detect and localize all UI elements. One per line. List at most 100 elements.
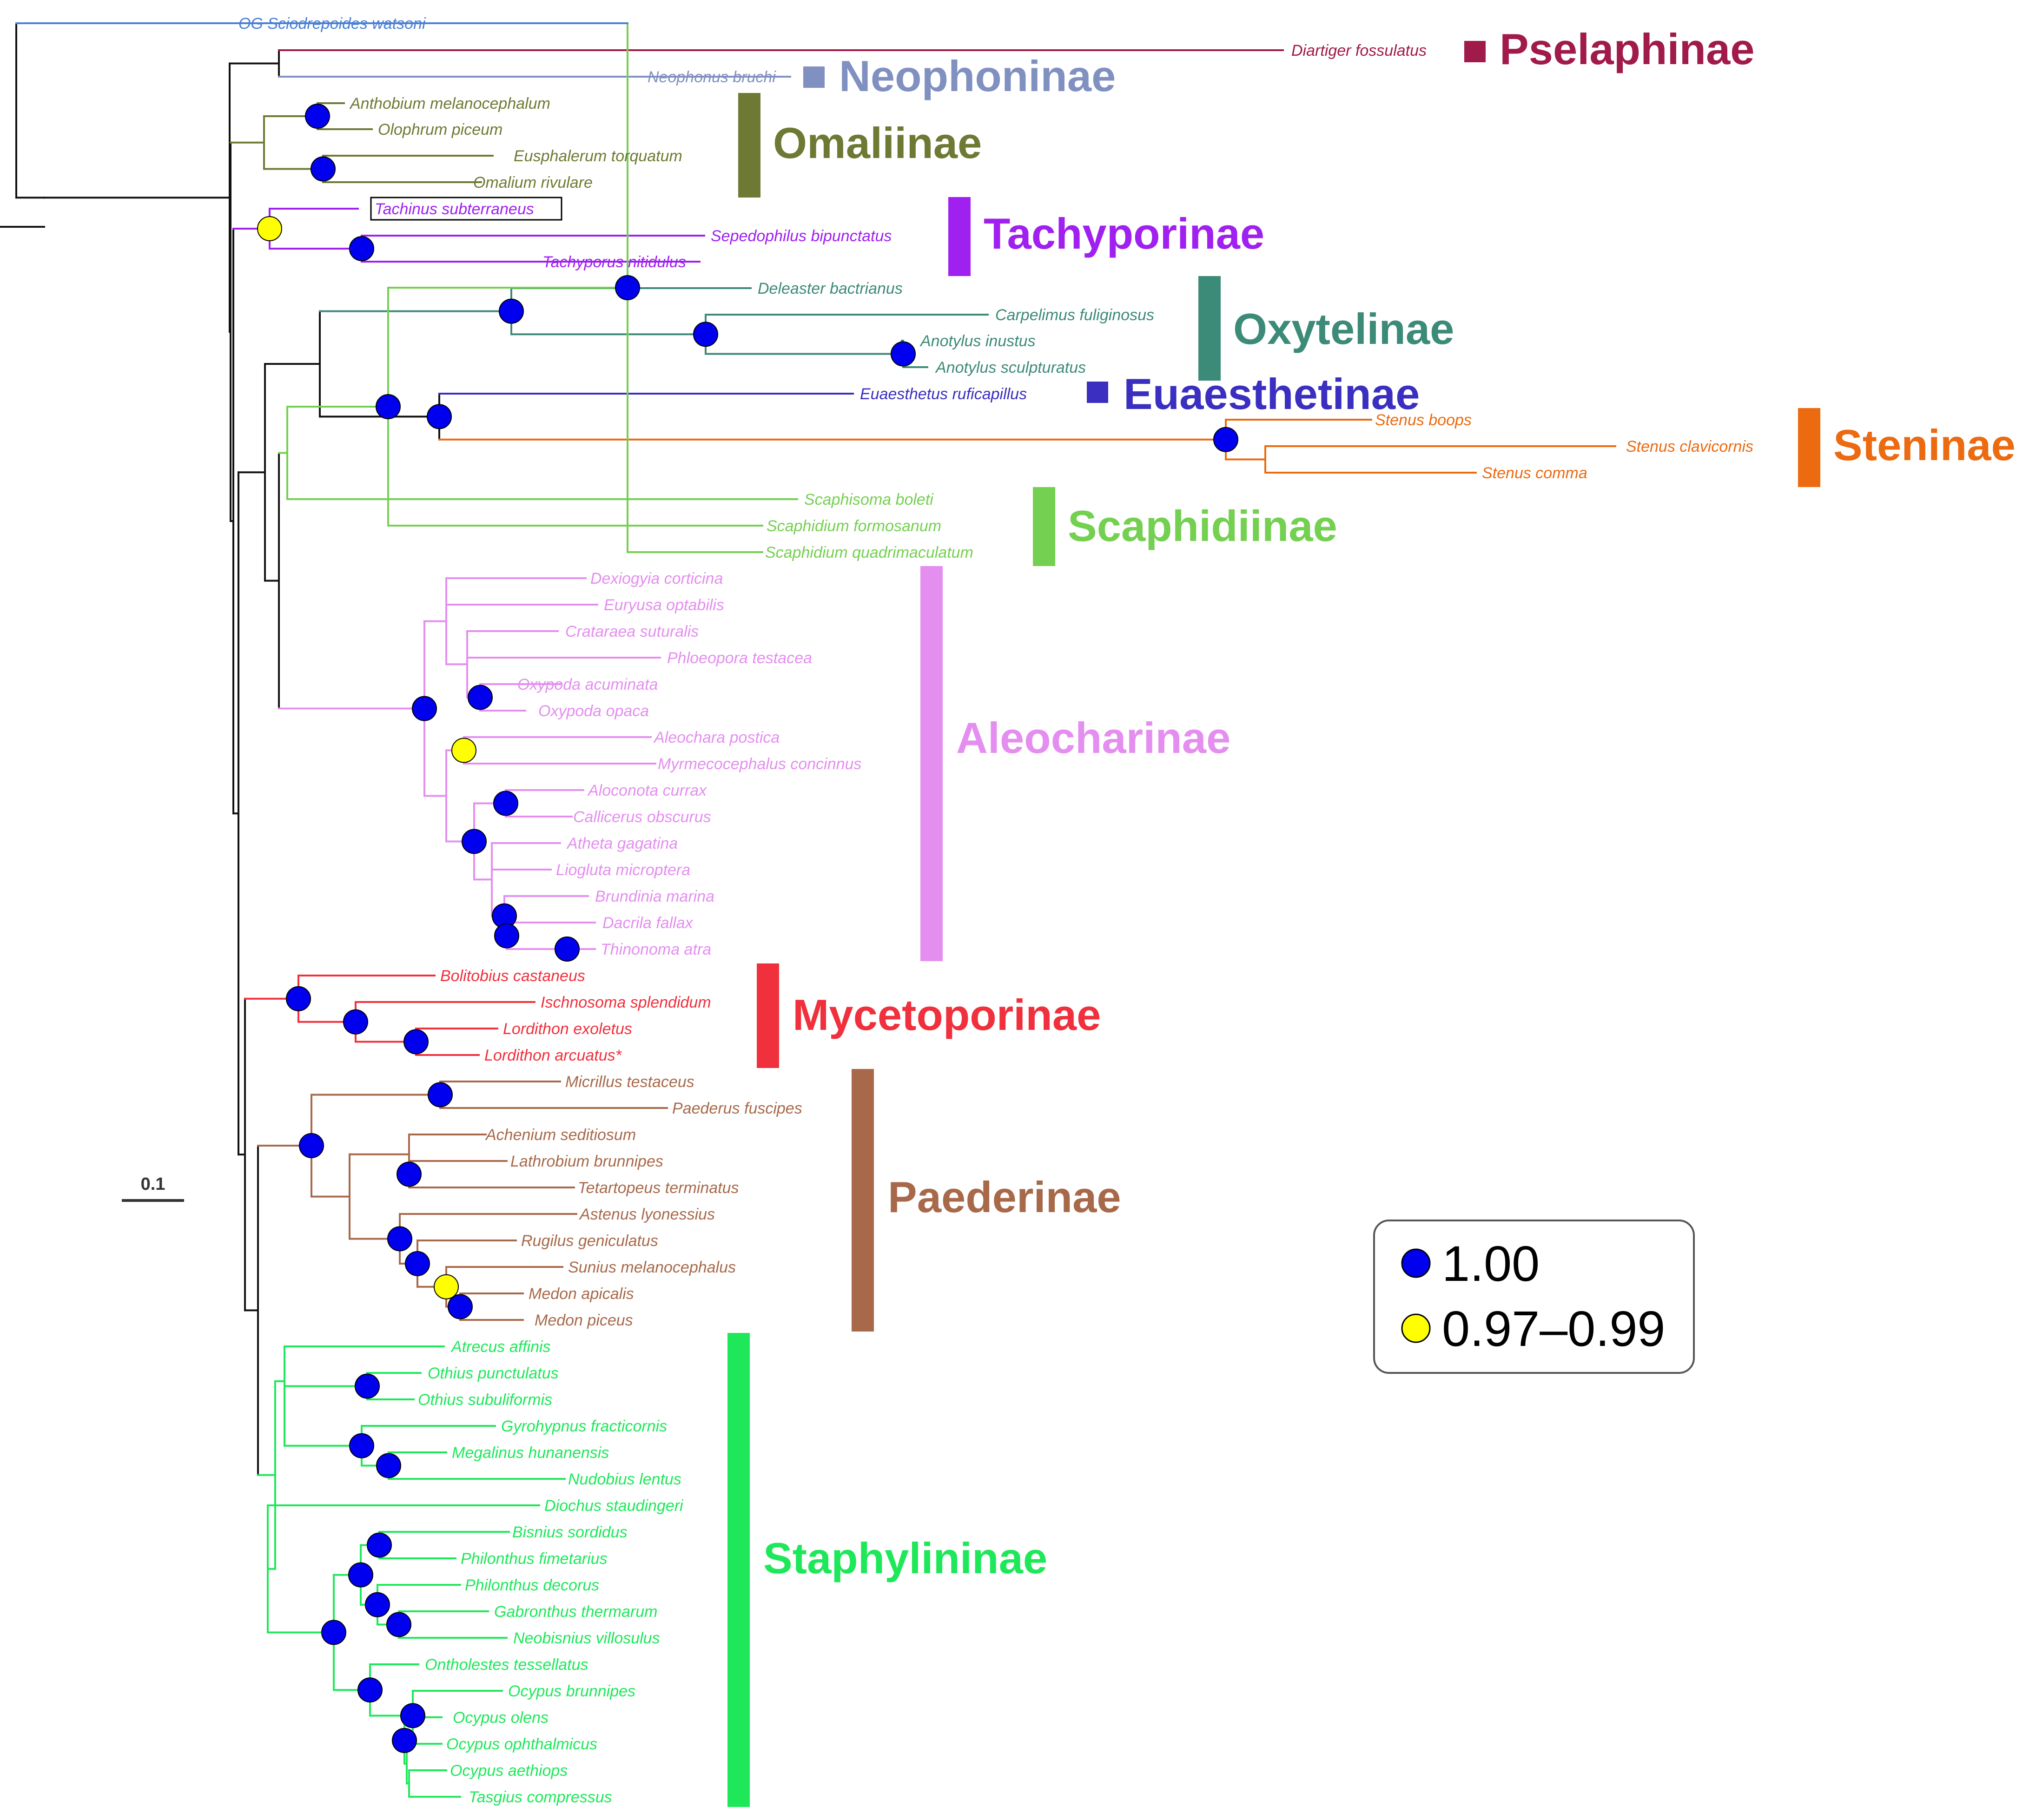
- tip-label-achenium-seditiosum: Achenium seditiosum: [485, 1126, 636, 1144]
- high-support-node-pae: [299, 1133, 324, 1159]
- tip-label-euryusa-optabilis: Euryusa optabilis: [604, 596, 724, 614]
- high-support-node-staR: [400, 1703, 425, 1728]
- tip-label-gyrohypnus-fracticornis: Gyrohypnus fracticornis: [501, 1418, 667, 1435]
- tip-label-rugilus-geniculatus: Rugilus geniculatus: [521, 1232, 658, 1250]
- tip-label-liogluta-microptera: Liogluta microptera: [556, 861, 690, 879]
- support-legend: 1.00 0.97–0.99: [1373, 1220, 1695, 1374]
- tip-label-tachinus-subterraneus: Tachinus subterraneus: [375, 200, 534, 218]
- clade-bar-scaphidiinae: [1033, 487, 1055, 566]
- tip-label-neophonus-bruchi: Neophonus bruchi: [648, 68, 776, 86]
- legend-mid-support-label: 0.97–0.99: [1442, 1300, 1665, 1357]
- tip-label-tachyporus-nitidulus: Tachyporus nitidulus: [542, 253, 686, 271]
- support-nodes: [257, 104, 1238, 1753]
- tip-label-anotylus-inustus: Anotylus inustus: [919, 332, 1036, 350]
- high-support-node-staP: [348, 1562, 373, 1588]
- high-support-node-staG: [349, 1433, 374, 1458]
- high-support-node-pae5: [405, 1251, 430, 1276]
- high-support-node-pae4: [387, 1226, 412, 1252]
- high-support-node-staO: [355, 1373, 380, 1399]
- tip-label-phloeopora-testacea: Phloeopora testacea: [667, 649, 812, 667]
- clade-label-scaphidiinae: Scaphidiinae: [1068, 501, 1337, 550]
- high-support-node-sca2: [615, 275, 640, 300]
- tip-label-nudobius-lentus: Nudobius lentus: [568, 1471, 681, 1488]
- tip-label-ocypus-olens: Ocypus olens: [453, 1709, 549, 1727]
- high-support-node-staG1: [376, 1453, 401, 1478]
- high-support-node-oma2: [311, 156, 336, 182]
- high-support-node-oma1: [305, 104, 330, 129]
- tip-label-sunius-melanocephalus: Sunius melanocephalus: [568, 1259, 736, 1276]
- tip-label-philonthus-decorus: Philonthus decorus: [465, 1576, 599, 1594]
- high-support-node-pae1: [428, 1082, 453, 1108]
- clade-label-euaesthetinae: Euaesthetinae: [1124, 369, 1420, 418]
- clade-label-mycetoporinae: Mycetoporinae: [793, 990, 1101, 1039]
- high-support-node-aleG: [493, 791, 518, 816]
- clade-label-tachyporinae: Tachyporinae: [984, 209, 1264, 258]
- tip-label-oxypoda-opaca: Oxypoda opaca: [538, 702, 649, 720]
- high-support-node-staC: [321, 1620, 346, 1645]
- clade-square-pselaphinae: [1464, 41, 1486, 62]
- tip-label-tetartopeus-terminatus: Tetartopeus terminatus: [578, 1179, 739, 1197]
- tip-label-lordithon-exoletus: Lordithon exoletus: [503, 1020, 632, 1038]
- tip-label-diochus-staudingeri: Diochus staudingeri: [544, 1497, 684, 1515]
- clade-bar-tachyporinae: [948, 197, 971, 276]
- legend-mid-support-dot: [1401, 1313, 1431, 1343]
- clade-label-pselaphinae: Pselaphinae: [1500, 25, 1755, 73]
- tip-label-sepedophilus-bipunctatus: Sepedophilus bipunctatus: [711, 227, 892, 245]
- mid-support-node-tac: [257, 216, 282, 241]
- tip-label-stenus-clavicornis: Stenus clavicornis: [1626, 438, 1753, 455]
- high-support-node-staQ: [357, 1677, 383, 1703]
- clade-bar-paederinae: [852, 1069, 874, 1332]
- clade-label-steninae: Steninae: [1833, 421, 2016, 469]
- tip-label-euaesthetus-ruficapillus: Euaesthetus ruficapillus: [860, 385, 1027, 403]
- tip-label-medon-apicalis: Medon apicalis: [529, 1285, 634, 1303]
- tip-label-astenus-lyonessius: Astenus lyonessius: [579, 1206, 715, 1223]
- clade-bar-oxytelinae: [1198, 276, 1221, 381]
- clade-bar-aleocharinae: [920, 566, 943, 961]
- clade-label-paederinae: Paederinae: [888, 1173, 1121, 1221]
- tip-label-ocypus-ophthalmicus: Ocypus ophthalmicus: [446, 1735, 597, 1753]
- tip-label-crataraea-suturalis: Crataraea suturalis: [565, 623, 699, 640]
- tip-label-anthobium-melanocephalum: Anthobium melanocephalum: [349, 95, 550, 112]
- high-support-node-sca1: [376, 394, 401, 419]
- tip-label-othius-subuliformis: Othius subuliformis: [418, 1391, 552, 1409]
- tip-label-olophrum-piceum: Olophrum piceum: [378, 121, 502, 138]
- tip-label-gabronthus-thermarum: Gabronthus thermarum: [494, 1603, 658, 1621]
- tip-label-scaphidium-quadrimaculatum: Scaphidium quadrimaculatum: [765, 544, 973, 561]
- tip-label-lathrobium-brunnipes: Lathrobium brunnipes: [510, 1153, 663, 1170]
- high-support-node-staS: [392, 1728, 417, 1753]
- tip-label-diartiger-fossulatus: Diartiger fossulatus: [1291, 42, 1427, 59]
- tip-label-lordithon-arcuatus: Lordithon arcuatus*: [484, 1047, 622, 1064]
- high-support-node-aleJ: [494, 923, 519, 949]
- tip-label-atheta-gagatina: Atheta gagatina: [566, 835, 678, 852]
- high-support-node-staP1: [367, 1532, 392, 1558]
- tip-label-eusphalerum-torquatum: Eusphalerum torquatum: [514, 147, 682, 165]
- tip-label-aloconota-currax: Aloconota currax: [587, 782, 707, 799]
- tip-label-callicerus-obscurus: Callicerus obscurus: [573, 808, 711, 826]
- tip-label-micrillus-testaceus: Micrillus testaceus: [565, 1073, 694, 1091]
- tip-label-megalinus-hunanensis: Megalinus hunanensis: [452, 1444, 609, 1462]
- tip-label-og-sciodrepoides-watsoni: OG Sciodrepoides watsoni: [238, 15, 426, 33]
- clade-labels: PselaphinaeNeophoninaeOmaliinaeTachypori…: [727, 25, 2016, 1807]
- tip-label-othius-punctulatus: Othius punctulatus: [428, 1365, 559, 1382]
- tip-label-anotylus-sculpturatus: Anotylus sculpturatus: [935, 359, 1086, 376]
- high-support-node-oxy: [499, 298, 524, 324]
- tip-label-dexiogyia-corticina: Dexiogyia corticina: [590, 570, 723, 587]
- clade-bar-omaliinae: [738, 93, 760, 198]
- high-support-node-eua: [427, 404, 452, 429]
- tip-label-tasgius-compressus: Tasgius compressus: [469, 1788, 612, 1806]
- high-support-node-myc: [286, 986, 311, 1011]
- clade-label-aleocharinae: Aleocharinae: [956, 713, 1230, 762]
- mid-support-node-aleE: [451, 738, 476, 763]
- high-support-node-ale0: [412, 696, 437, 721]
- legend-high-support-dot: [1401, 1248, 1431, 1278]
- tip-label-dacrila-fallax: Dacrila fallax: [602, 914, 694, 932]
- tip-label-thinonoma-atra: Thinonoma atra: [601, 941, 711, 958]
- tip-label-scaphisoma-boleti: Scaphisoma boleti: [804, 491, 934, 508]
- tip-label-deleaster-bactrianus: Deleaster bactrianus: [758, 280, 903, 297]
- high-support-node-pae7: [448, 1294, 473, 1319]
- clade-square-euaesthetinae: [1087, 382, 1108, 403]
- clade-label-oxytelinae: Oxytelinae: [1233, 304, 1454, 353]
- high-support-node-myc1: [343, 1009, 368, 1035]
